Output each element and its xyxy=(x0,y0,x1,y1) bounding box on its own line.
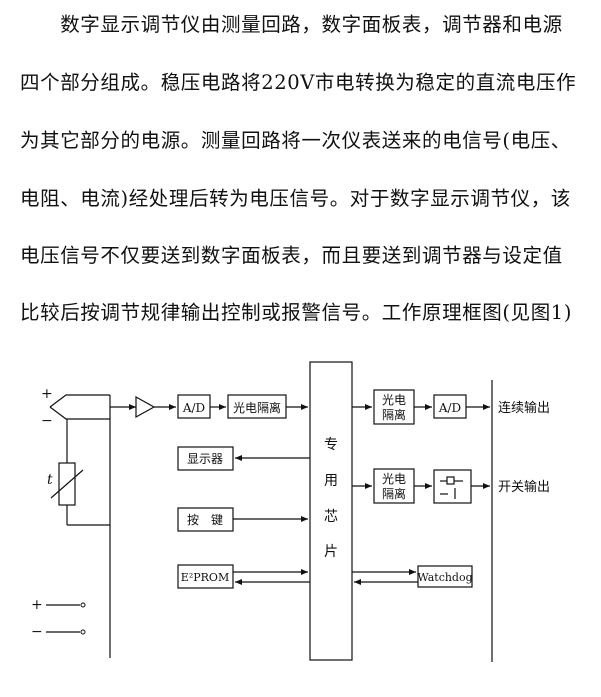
thermocouple-symbol xyxy=(49,394,92,420)
isolator-top-line1: 光电 xyxy=(382,393,406,407)
isolator-bottom-line1: 光电 xyxy=(382,472,406,486)
input-plus-label: + xyxy=(41,386,53,402)
paragraph-line: 比较后按调节规律输出控制或报警信号。工作原理框图(见图1) xyxy=(20,301,573,324)
ad-right-label: A/D xyxy=(438,401,461,415)
chip-char: 用 xyxy=(324,473,338,489)
paragraph-line: 电压信号不仅要送到数字面板表，而且要送到调节器与设定值 xyxy=(20,244,563,267)
eeprom-block xyxy=(177,564,234,589)
paragraph-line: 电阻、电流)经处理后转为电压信号。对于数字显示调节仪，该 xyxy=(20,187,571,210)
keypad-label: 按 键 xyxy=(187,513,223,527)
thermistor-label: t xyxy=(47,472,53,488)
ad-left-label: A/D xyxy=(182,401,205,415)
dedicated-chip xyxy=(309,361,353,661)
amplifier-symbol xyxy=(135,395,156,419)
chip-char: 片 xyxy=(324,544,338,560)
terminal-minus xyxy=(80,629,86,635)
paragraph-line: 数字显示调节仪由测量回路，数字面板表，调节器和电源 xyxy=(20,13,563,36)
chip-char: 专 xyxy=(324,437,338,453)
watchdog-block xyxy=(417,565,473,588)
input-minus-label: − xyxy=(41,413,53,429)
display-label: 显示器 xyxy=(187,452,223,466)
chip-char: 芯 xyxy=(324,509,338,525)
switch-block xyxy=(433,469,472,504)
isolator-top-line2: 隔离 xyxy=(382,407,406,422)
eeprom-label: E²PROM xyxy=(181,571,229,584)
terminal-plus xyxy=(80,602,86,608)
switch-output-label: 开关输出 xyxy=(498,479,550,495)
power-plus-label: + xyxy=(31,597,43,613)
watchdog-label: Watchdog xyxy=(417,571,472,584)
paragraph-line: 四个部分组成。稳压电路将220V市电转换为稳定的直流电压作 xyxy=(20,71,577,94)
display-block xyxy=(177,446,234,471)
paragraph-line: 为其它部分的电源。测量回路将一次仪表送来的电信号(电压、 xyxy=(20,129,571,152)
isolator-bottom-line2: 隔离 xyxy=(382,486,406,501)
power-minus-label: − xyxy=(31,624,43,640)
continuous-output-label: 连续输出 xyxy=(498,400,550,416)
isolator-left-label: 光电隔离 xyxy=(233,400,281,415)
